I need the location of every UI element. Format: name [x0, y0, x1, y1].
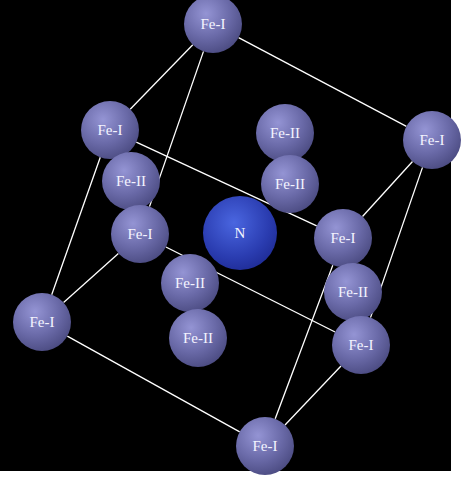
atom-label: Fe-II	[183, 331, 213, 346]
atom-label: Fe-II	[175, 276, 205, 291]
lattice-edge	[285, 366, 341, 425]
iron-atom: Fe-I	[236, 417, 294, 475]
atom-label: Fe-I	[331, 231, 356, 246]
lattice-edge	[363, 162, 413, 217]
iron-atom: Fe-II	[256, 104, 314, 162]
atom-label: Fe-II	[270, 126, 300, 141]
iron-atom: Fe-I	[332, 316, 390, 374]
atom-label: Fe-I	[98, 123, 123, 138]
iron-atom: Fe-II	[169, 309, 227, 367]
atom-label: Fe-II	[275, 177, 305, 192]
iron-atom: Fe-I	[81, 101, 139, 159]
iron-atom: Fe-I	[111, 205, 169, 263]
iron-atom: Fe-I	[314, 209, 372, 267]
iron-atom: Fe-I	[13, 293, 71, 351]
nitrogen-atom: N	[203, 196, 277, 270]
atom-label: N	[235, 226, 246, 241]
iron-atom: Fe-I	[403, 111, 461, 169]
iron-atom: Fe-II	[102, 152, 160, 210]
lattice-edge	[64, 253, 119, 302]
iron-atom: Fe-II	[161, 254, 219, 312]
iron-atom: Fe-II	[324, 263, 382, 321]
atom-label: Fe-I	[30, 315, 55, 330]
atom-label: Fe-I	[349, 338, 374, 353]
lattice-edge	[130, 45, 193, 109]
lattice-edge	[52, 157, 101, 294]
atom-label: Fe-I	[253, 439, 278, 454]
iron-atom: Fe-II	[261, 155, 319, 213]
atom-label: Fe-II	[116, 174, 146, 189]
atom-label: Fe-II	[338, 285, 368, 300]
atom-label: Fe-I	[201, 17, 226, 32]
atom-label: Fe-I	[420, 133, 445, 148]
atom-label: Fe-I	[128, 227, 153, 242]
